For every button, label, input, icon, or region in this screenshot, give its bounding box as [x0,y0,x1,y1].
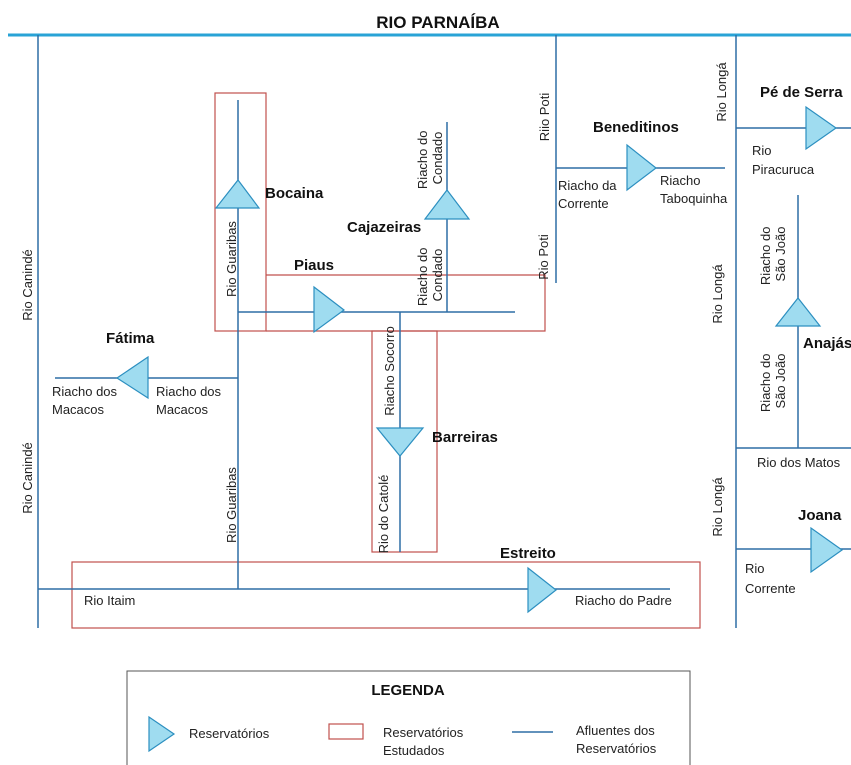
label-riacho-socorro: Riacho Socorro [382,326,397,416]
label-riacho-condado-lower: Riacho do Condado [415,244,445,306]
label-riacho-macacos-right: Riacho dos Macacos [156,384,225,417]
legend-frame [126,670,691,765]
label-rio-caninde-upper: Rio Canindé [20,249,35,321]
studied-box-estreito [71,561,701,629]
label-riacho-condado-lower-line2: Condado [430,249,445,302]
reservoir-icon-cajazeiras [423,189,471,220]
reservoir-icon-piaus [313,285,346,334]
legend-reservoirs-label: Reservatórios [189,726,270,741]
label-rio-corrente-line1: Rio [745,561,765,576]
reservoir-name-piaus: Piaus [294,257,334,274]
studied-box-piaus [266,274,546,332]
reservoir-icon-bocaina [214,179,261,209]
reservoir-name-fatima: Fátima [106,330,155,347]
label-riacho-sao-joao-lower-line2: São João [773,354,788,409]
label-riacho-condado-upper-line2: Condado [430,132,445,185]
label-riacho-macacos-right-line2: Macacos [156,402,209,417]
label-riacho-corrente: Riacho da Corrente [558,178,620,211]
reservoir-icon-barreiras [375,427,425,457]
legend-studied-box [328,723,364,740]
reservoir-name-barreiras: Barreiras [432,429,498,446]
reservoir-name-cajazeiras: Cajazeiras [347,219,421,236]
label-rio-piracuruca-line1: Rio [752,143,772,158]
legend-studied-line1: Reservatórios [383,725,464,740]
label-rio-corrente: Rio Corrente [745,561,796,596]
reservoir-name-estreito: Estreito [500,545,556,562]
reservoir-icon-estreito [527,566,557,614]
label-rio-itaim: Rio Itaim [84,593,135,608]
reservoir-name-joana: Joana [798,507,842,524]
label-riacho-condado-upper-line1: Riacho do [415,131,430,190]
label-rio-piracuruca: Rio Piracuruca [752,143,815,177]
label-rio-longa-top: Rio Longá [714,62,729,122]
reservoir-icon-anajas [774,297,822,327]
label-riacho-corrente-line2: Corrente [558,196,609,211]
studied-boxes [71,92,701,629]
label-rio-caninde-lower: Rio Canindé [20,442,35,514]
studied-box-barreiras [371,330,438,553]
label-rio-poti-upper: Riio Poti [537,93,552,142]
label-rio-piracuruca-line2: Piracuruca [752,162,815,177]
label-riacho-macacos-left-line1: Riacho dos [52,384,118,399]
legend-reservoir-icon [148,715,176,753]
label-riacho-sao-joao-lower-line1: Riacho do [758,354,773,413]
label-riacho-sao-joao-lower: Riacho do São João [758,350,788,412]
legend-studied-line2: Estudados [383,743,445,758]
label-riacho-sao-joao-upper: Riacho do São João [758,223,788,285]
label-rio-poti-lower: Rio Poti [536,234,551,280]
label-riacho-corrente-line1: Riacho da [558,178,617,193]
label-riacho-sao-joao-upper-line2: São João [773,227,788,282]
label-riacho-padre: Riacho do Padre [575,593,672,608]
label-riacho-macacos-left: Riacho dos Macacos [52,384,121,417]
legend: LEGENDA Reservatórios Reservatórios Estu… [126,670,691,765]
reservoir-markers [115,105,844,614]
reservoir-name-anajas: Anajás [803,335,851,352]
reservoir-icon-pe-de-serra [805,105,838,151]
label-riacho-condado-upper: Riacho do Condado [415,127,445,189]
label-rio-guaribas-lower: Rio Guaribas [224,467,239,543]
studied-box-bocaina [214,92,267,332]
label-rio-catole: Rio do Catolé [376,475,391,554]
legend-tributaries-label: Afluentes dos Reservatórios [576,723,658,756]
reservoir-icon-joana [810,526,844,574]
label-riacho-taboquinha: Riacho Taboquinha [660,173,728,206]
label-riacho-sao-joao-upper-line1: Riacho do [758,227,773,286]
reservoir-icon-fatima [115,355,149,400]
legend-tributaries-line2: Reservatórios [576,741,657,756]
reservoir-name-bocaina: Bocaina [265,185,324,202]
reservoir-name-beneditinos: Beneditinos [593,119,679,136]
label-rio-longa-middle: Rio Longá [710,264,725,324]
label-riacho-macacos-right-line1: Riacho dos [156,384,222,399]
label-rio-longa-bottom: Rio Longá [710,477,725,537]
diagram-title: RIO PARNAÍBA [376,13,499,32]
legend-title: LEGENDA [371,682,445,699]
reservoir-icon-beneditinos [626,143,657,192]
label-rio-guaribas-upper: Rio Guaribas [224,221,239,297]
label-riacho-macacos-left-line2: Macacos [52,402,105,417]
reservoir-name-pe-de-serra: Pé de Serra [760,84,843,101]
label-rio-matos: Rio dos Matos [757,455,841,470]
label-rio-corrente-line2: Corrente [745,581,796,596]
label-riacho-taboquinha-line2: Taboquinha [660,191,728,206]
label-riacho-taboquinha-line1: Riacho [660,173,700,188]
label-riacho-condado-lower-line1: Riacho do [415,248,430,307]
legend-tributaries-line1: Afluentes dos [576,723,655,738]
legend-studied-label: Reservatórios Estudados [383,725,467,758]
